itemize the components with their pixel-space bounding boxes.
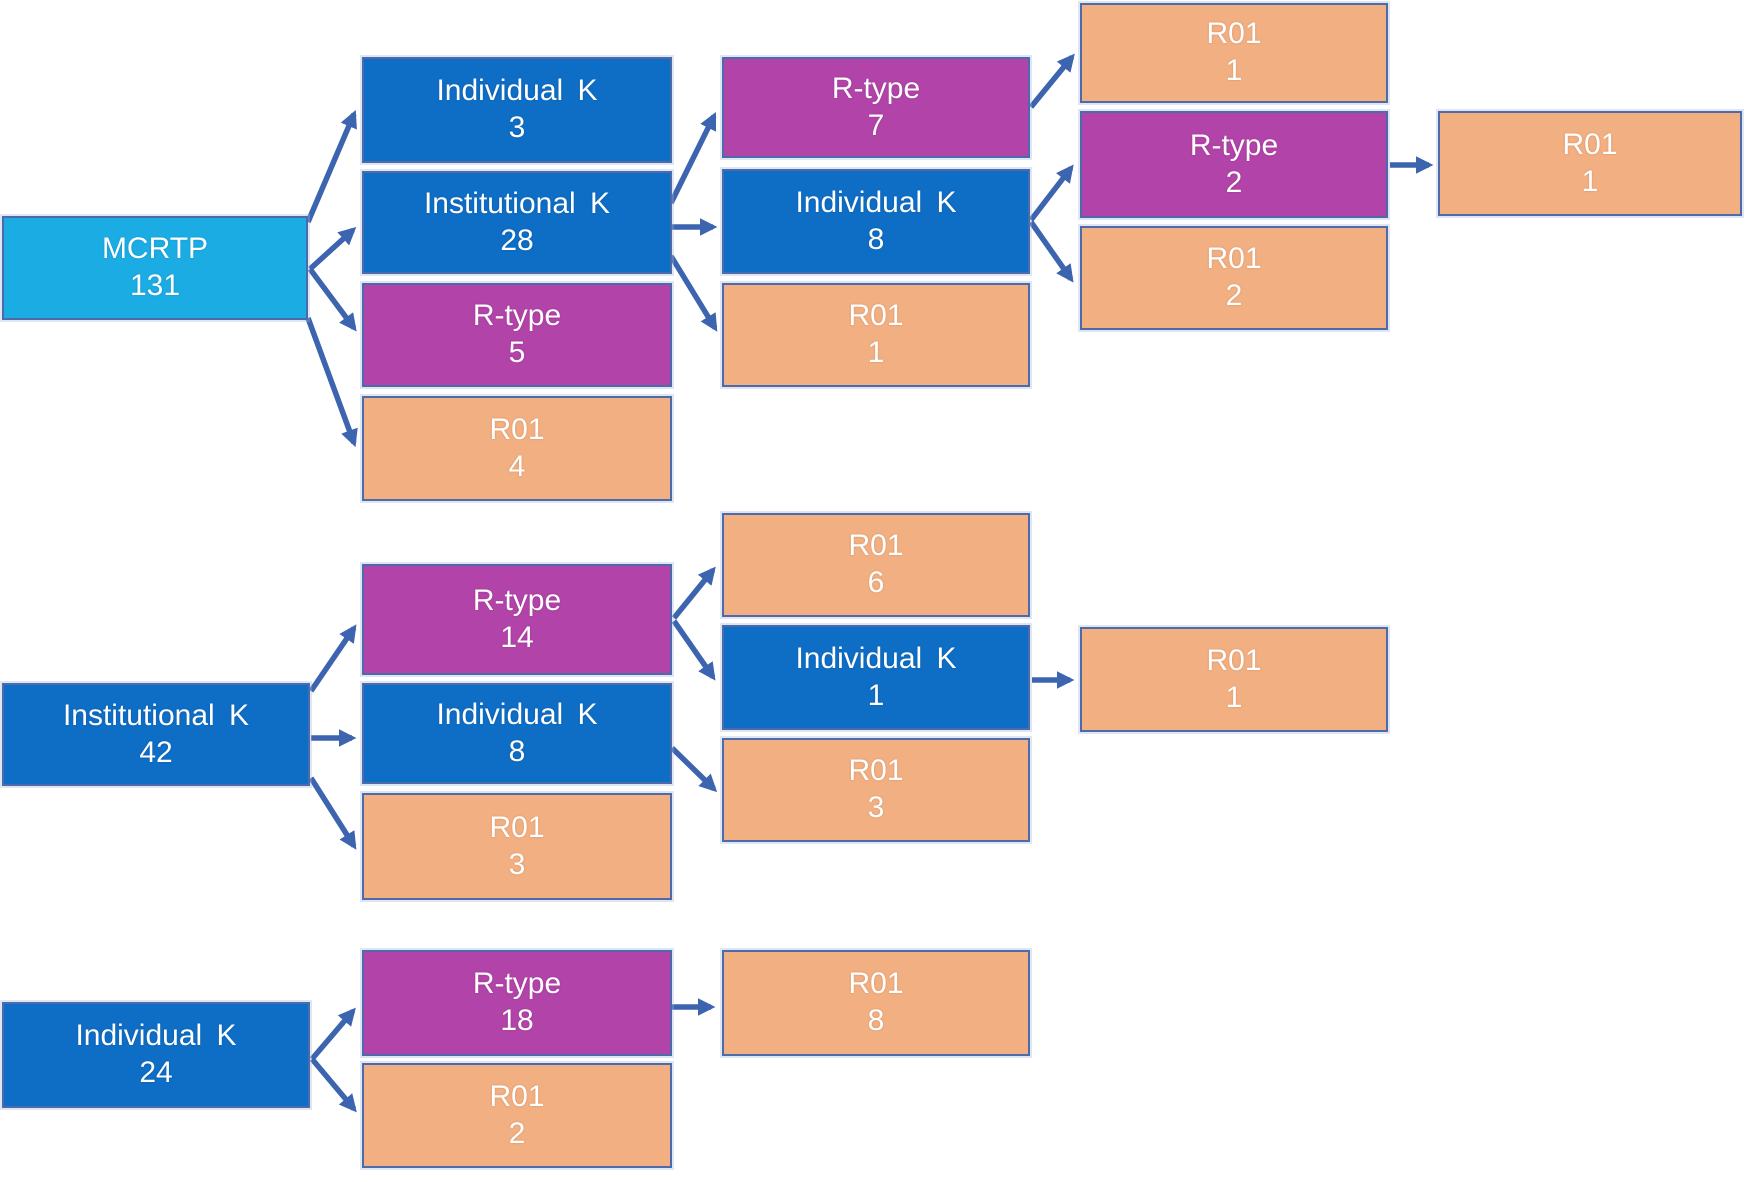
node-label: R01 [1206, 643, 1262, 677]
arrow-mcrtp-131-to-t1-rtype-5 [307, 267, 357, 332]
arrow-t2-rtype-14-to-t2-r01-6 [671, 566, 716, 620]
arrow-t1-individual-k-8-to-t1-r01-2 [1028, 220, 1074, 283]
arrow-t2-individual-k-8-to-t2-r01-3b [670, 746, 718, 793]
arrow-t1-rtype-7-to-t1-r01-1b [1028, 53, 1075, 109]
node-label: R01 [1206, 17, 1262, 51]
node-label: R-type [831, 71, 921, 105]
node-label: R01 [1562, 127, 1618, 161]
arrow-mcrtp-131-to-t1-institutional-k-28 [308, 227, 357, 272]
node-label: Individual K [795, 185, 957, 219]
node-value: 14 [500, 620, 534, 654]
node-value: 8 [867, 1004, 885, 1037]
node-value: 4 [508, 449, 526, 483]
node-value: 3 [508, 111, 526, 144]
node-label: R01 [848, 967, 904, 1001]
node-label: Individual K [436, 697, 598, 731]
node-value: 3 [867, 791, 885, 824]
node-value: 1 [1581, 164, 1599, 198]
node-value: 42 [139, 735, 173, 769]
node-label: Individual K [436, 74, 598, 108]
node-value: 2 [508, 1116, 526, 1150]
arrow-t1-individual-k-8-to-t1-rtype-2 [1028, 164, 1074, 222]
node-value: 18 [500, 1004, 534, 1037]
node-label: Institutional K [423, 186, 611, 220]
arrow-t2-institutional-k-42-to-t2-r01-3a [308, 776, 357, 850]
node-label: R-type [1189, 128, 1279, 162]
node-value: 2 [1225, 165, 1243, 199]
node-value: 3 [508, 847, 526, 881]
node-label: R01 [489, 810, 545, 844]
node-label: MCRTP [101, 232, 209, 266]
arrow-mcrtp-131-to-t1-r01-4 [305, 317, 358, 448]
node-value: 5 [508, 336, 526, 369]
node-label: Institutional K [62, 698, 250, 732]
arrow-t1-institutional-k-28-to-t1-rtype-7 [668, 112, 717, 205]
node-value: 1 [867, 678, 885, 712]
node-label: R-type [472, 967, 562, 1001]
node-label: Individual K [75, 1019, 237, 1053]
node-value: 28 [500, 223, 534, 257]
node-value: 1 [1225, 680, 1243, 714]
node-label: Individual K [795, 641, 957, 675]
node-value: 24 [139, 1056, 173, 1089]
node-value: 8 [867, 222, 885, 256]
node-value: 131 [129, 269, 181, 302]
node-label: R01 [489, 1079, 545, 1113]
node-value: 7 [867, 108, 885, 142]
node-value: 1 [1225, 54, 1243, 87]
node-value: 6 [867, 566, 885, 599]
arrow-mcrtp-131-to-t1-individual-k-3 [305, 109, 357, 224]
node-value: 8 [508, 734, 526, 768]
node-label: R-type [472, 299, 562, 333]
node-label: R01 [848, 299, 904, 333]
node-label: R01 [848, 529, 904, 563]
arrow-t2-institutional-k-42-to-t2-rtype-14 [308, 624, 357, 693]
node-value: 1 [867, 336, 885, 369]
node-label: R01 [1206, 242, 1262, 276]
node-label: R01 [489, 412, 545, 446]
node-value: 2 [1225, 279, 1243, 312]
node-label: R01 [848, 754, 904, 788]
node-label: R-type [472, 583, 562, 617]
arrow-t2-rtype-14-to-t2-individual-k-1 [671, 619, 716, 681]
arrow-t1-institutional-k-28-to-t1-r01-1a [668, 254, 718, 332]
arrow-t3-individual-k-24-to-t3-r01-2 [309, 1057, 357, 1113]
arrow-t3-individual-k-24-to-t3-rtype-18 [309, 1007, 356, 1061]
